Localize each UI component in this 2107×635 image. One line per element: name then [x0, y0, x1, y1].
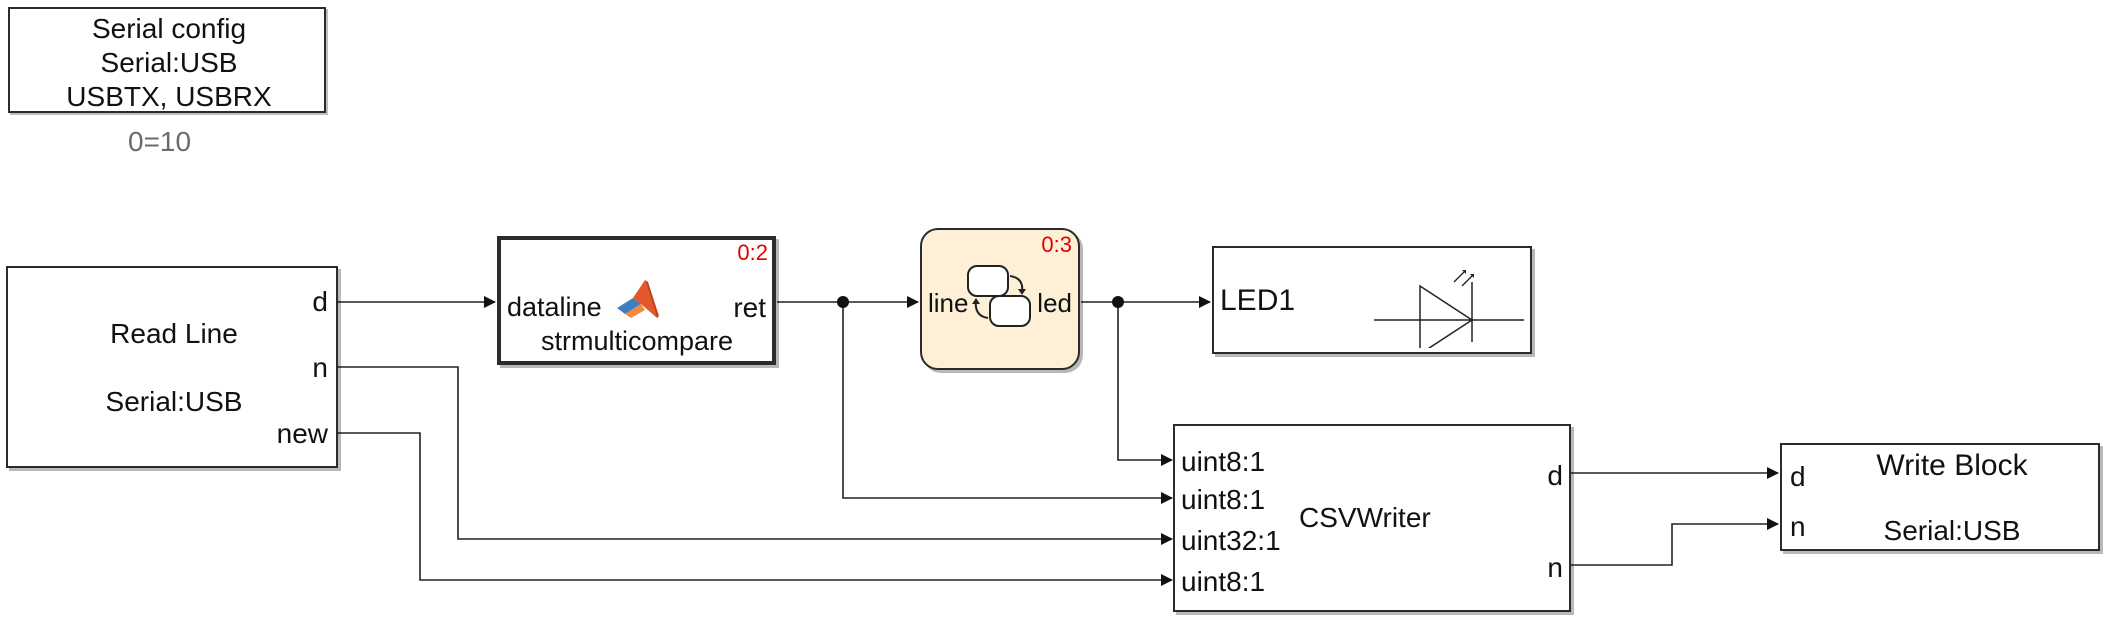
serial-config-pins: USBTX, USBRX	[66, 81, 272, 112]
read-line-title: Read Line	[110, 318, 238, 349]
led1-block[interactable]: LED1	[1212, 246, 1532, 354]
csv-writer-port-out-n: n	[1547, 552, 1563, 583]
write-block-port-n: n	[1790, 511, 1806, 542]
led1-label: LED1	[1220, 284, 1296, 317]
stateflow-port-out: led	[1037, 288, 1072, 318]
csv-writer-port-in-4: uint8:1	[1181, 566, 1266, 597]
strmulticompare-rate: 0:2	[737, 240, 768, 265]
serial-config-title: Serial config	[91, 13, 247, 44]
strmulticompare-name: strmulticompare	[540, 326, 734, 356]
strmulticompare-port-out: ret	[733, 292, 766, 323]
write-block-title: Write Block	[1876, 449, 2028, 482]
branch-point	[837, 296, 849, 308]
wire-new-to-csv-in4	[337, 432, 1173, 586]
led-diode-icon	[1374, 270, 1524, 348]
strmulticompare-port-in: dataline	[507, 292, 602, 322]
csv-writer-port-in-1: uint8:1	[1181, 446, 1266, 477]
stateflow-port-in: line	[928, 288, 969, 318]
csv-writer-port-out-d: d	[1547, 460, 1563, 491]
read-line-port-n: n	[312, 352, 328, 383]
csv-writer-name: CSVWriter	[1299, 502, 1431, 533]
read-line-subtitle: Serial:USB	[105, 386, 243, 417]
write-block[interactable]: Write Block Serial:USB d n	[1780, 443, 2100, 551]
branch-point	[1112, 296, 1124, 308]
write-block-port-d: d	[1790, 461, 1806, 492]
strmulticompare-block[interactable]: 0:2 dataline ret strmulticompare	[497, 236, 776, 365]
wire-n-to-csv-in3	[337, 366, 1173, 545]
sample-rate-label: 0=10	[128, 126, 192, 157]
stateflow-chart-icon	[967, 265, 1031, 327]
stateflow-chart-block[interactable]: 0:3 line led	[920, 228, 1080, 370]
read-line-port-new: new	[276, 418, 328, 449]
serial-config-port: Serial:USB	[100, 47, 238, 78]
wire-csv-n-to-write-n	[1570, 518, 1779, 566]
wire-ret-to-csv-in2	[842, 302, 1173, 504]
csv-writer-block[interactable]: uint8:1 uint8:1 uint32:1 uint8:1 CSVWrit…	[1173, 424, 1571, 612]
wire-led-to-csv-in1	[1117, 302, 1173, 466]
stateflow-rate: 0:3	[1041, 232, 1072, 257]
csv-writer-port-in-2: uint8:1	[1181, 484, 1266, 515]
serial-config-block[interactable]: Serial config Serial:USB USBTX, USBRX	[8, 7, 326, 113]
write-block-subtitle: Serial:USB	[1883, 515, 2021, 546]
csv-writer-port-in-3: uint32:1	[1181, 525, 1281, 556]
read-line-block[interactable]: Read Line Serial:USB d n new	[6, 266, 338, 468]
matlab-logo-icon	[617, 280, 659, 318]
read-line-port-d: d	[312, 286, 328, 317]
